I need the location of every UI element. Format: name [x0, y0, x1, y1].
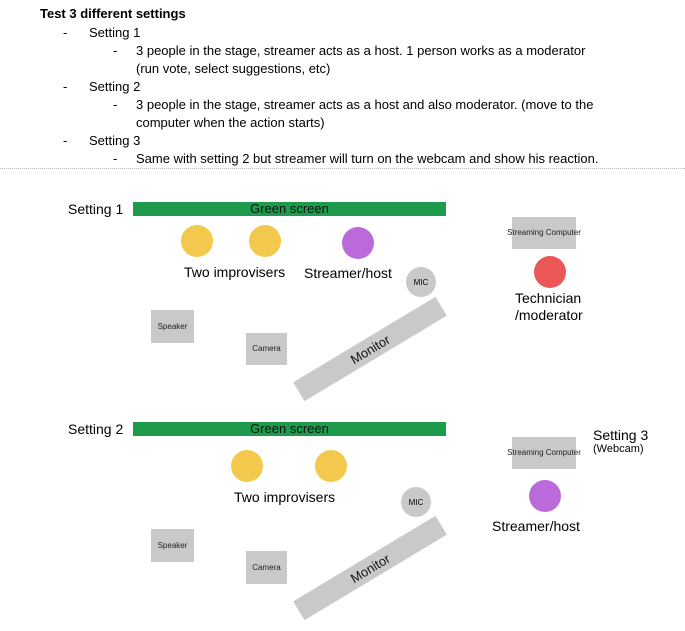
streamer-label: Streamer/host	[304, 265, 392, 281]
setting-1-desc-line2: (run vote, select suggestions, etc)	[136, 61, 331, 76]
camera: Camera	[246, 333, 287, 365]
list-dash: -	[63, 133, 68, 148]
setting-3-sublabel: (Webcam)	[593, 443, 644, 455]
document-title: Test 3 different settings	[40, 6, 186, 21]
technician-circle	[534, 256, 566, 288]
improviser-circle	[231, 450, 263, 482]
streaming-computer: Streaming Computer	[507, 217, 581, 249]
list-dash: -	[113, 151, 118, 166]
setting-1-heading: Setting 1	[89, 25, 141, 40]
setting-2-desc-line2: computer when the action starts)	[136, 115, 325, 130]
list-dash: -	[63, 25, 68, 40]
camera: Camera	[246, 551, 287, 584]
streamer-circle	[342, 227, 374, 259]
section-divider	[0, 168, 685, 169]
speaker: Speaker	[151, 529, 194, 562]
setting-3-label: Setting 3	[593, 427, 649, 443]
technician-label-line1: Technician	[515, 290, 582, 306]
mic: MIC	[406, 267, 436, 297]
monitor: Monitor	[293, 515, 447, 621]
technician-label-line2: /moderator	[515, 307, 583, 323]
setting-3-desc-line1: Same with setting 2 but streamer will tu…	[136, 151, 599, 166]
improvisers-label: Two improvisers	[234, 489, 336, 505]
improviser-circle	[249, 225, 281, 257]
improviser-circle	[181, 225, 213, 257]
list-dash: -	[63, 79, 68, 94]
streaming-computer: Streaming Computer	[507, 437, 581, 469]
monitor: Monitor	[293, 296, 447, 402]
diagram-2-label: Setting 2	[68, 421, 124, 437]
speaker: Speaker	[151, 310, 194, 343]
improviser-circle	[315, 450, 347, 482]
green-screen: Green screen	[133, 422, 446, 436]
streamer-circle	[529, 480, 561, 512]
streamer-label: Streamer/host	[492, 518, 580, 534]
improvisers-label: Two improvisers	[184, 264, 286, 280]
mic: MIC	[401, 487, 431, 517]
setting-2-desc-line1: 3 people in the stage, streamer acts as …	[136, 97, 594, 112]
setting-3-heading: Setting 3	[89, 133, 141, 148]
diagram-1-label: Setting 1	[68, 201, 124, 217]
green-screen: Green screen	[133, 202, 446, 216]
list-dash: -	[113, 43, 118, 58]
list-dash: -	[113, 97, 118, 112]
setting-1-desc-line1: 3 people in the stage, streamer acts as …	[136, 43, 586, 58]
setting-2-heading: Setting 2	[89, 79, 141, 94]
